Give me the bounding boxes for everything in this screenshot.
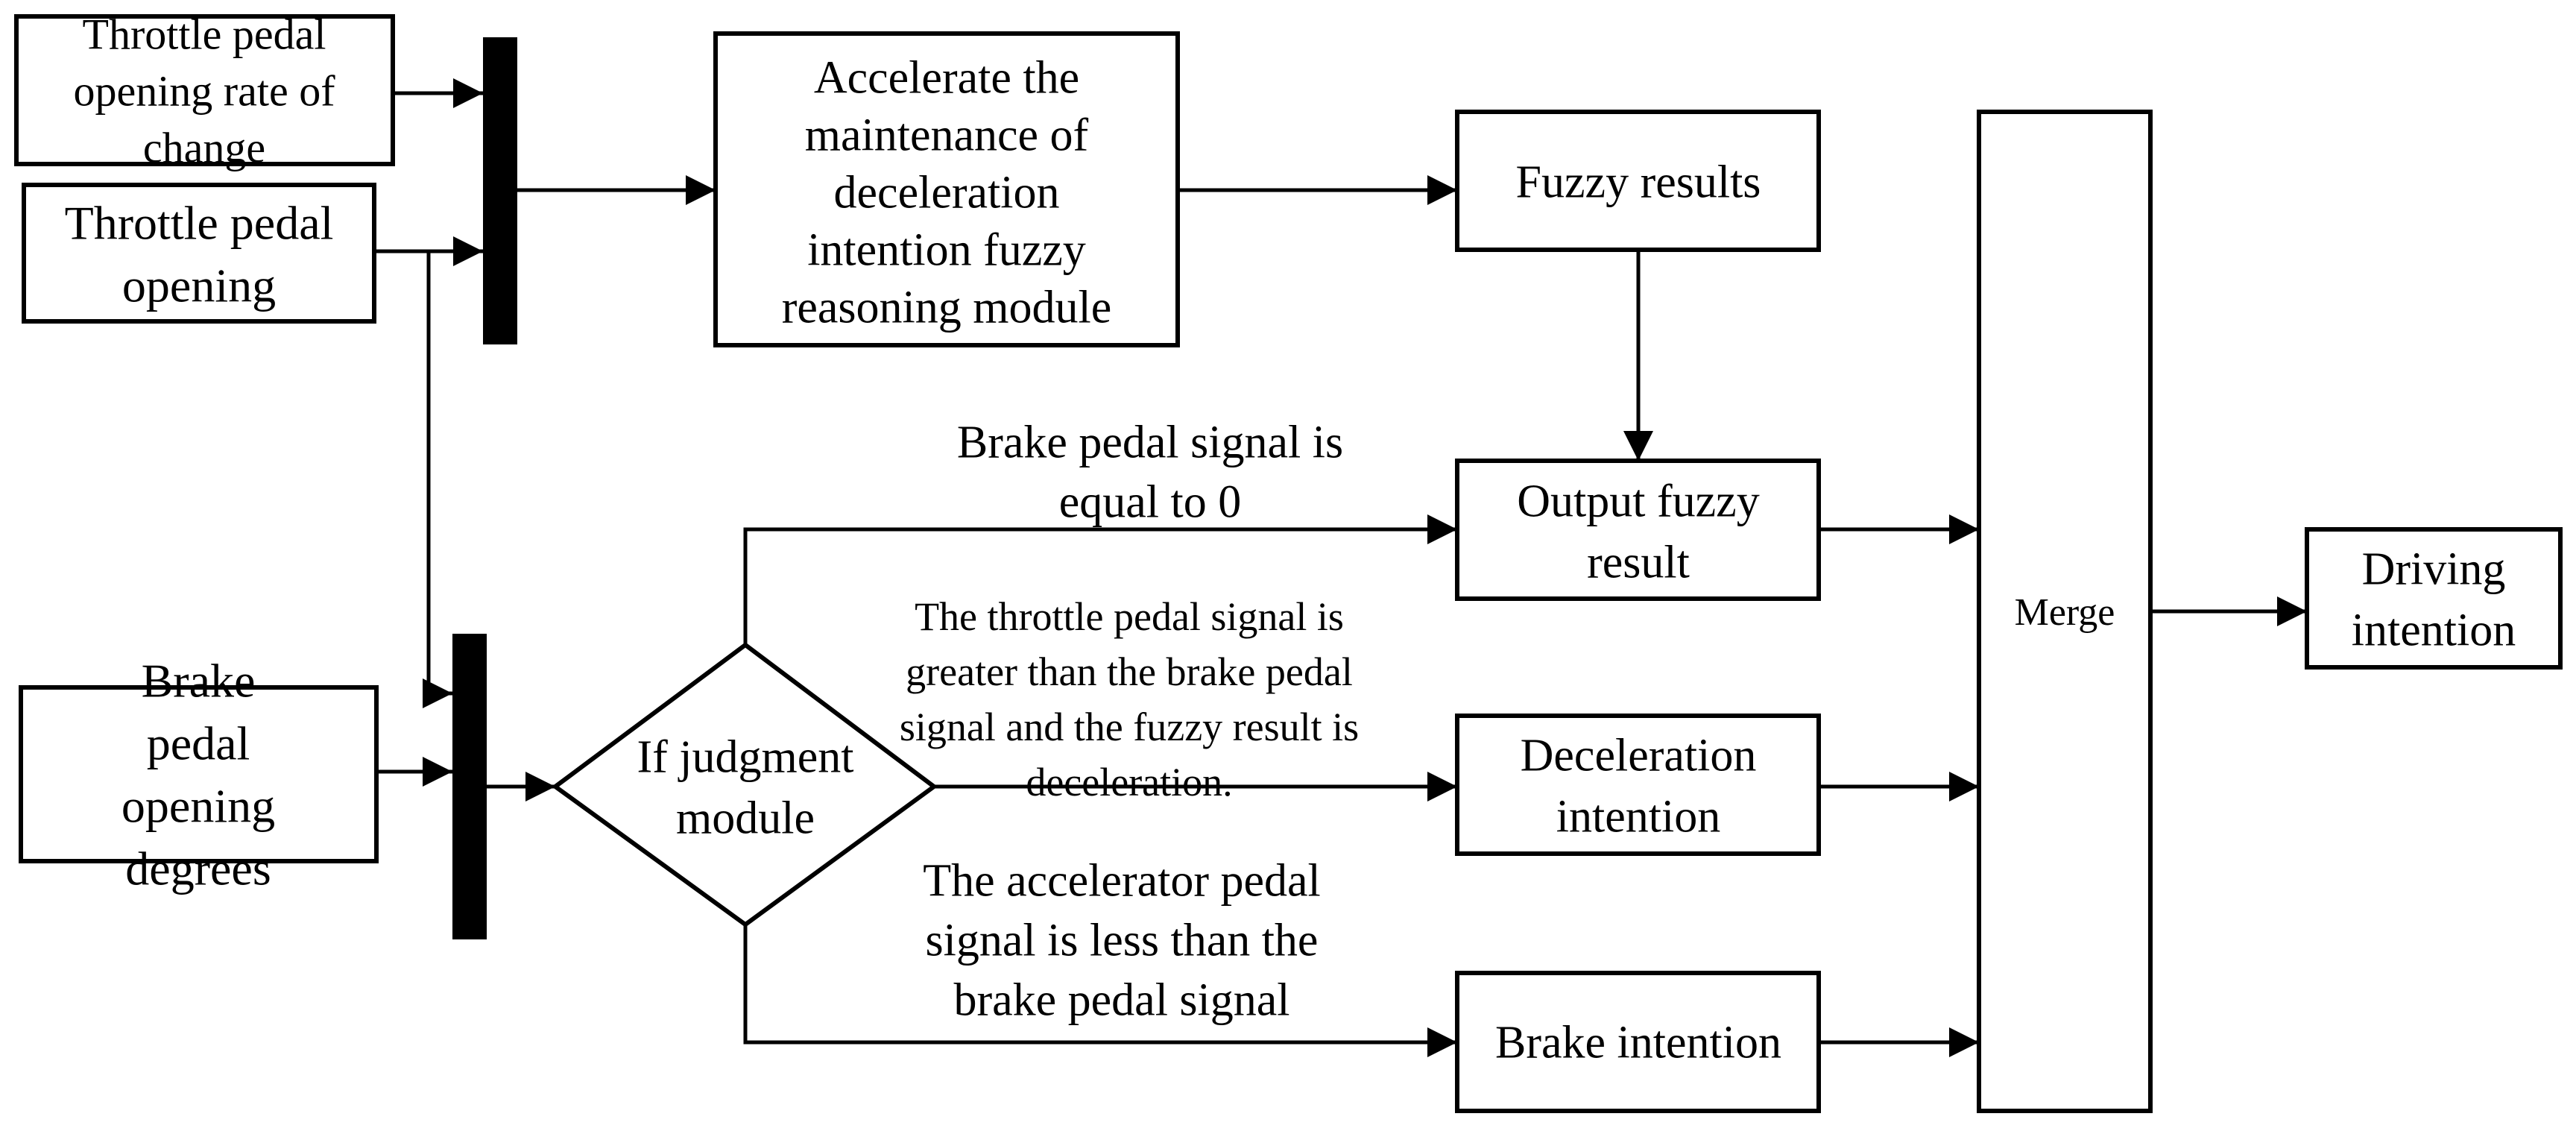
brake-intention-label: Brake intention [1495, 1018, 1781, 1068]
merge-box [1977, 110, 2153, 1113]
merge-label: Merge [2015, 591, 2115, 634]
mux-bar-bottom [452, 634, 487, 939]
mux-bar-top [483, 37, 517, 344]
judgment-to-output-fuzzy-arrow [743, 514, 1457, 645]
if-judgment-diamond [551, 642, 938, 927]
brake-intention-box [1455, 971, 1821, 1113]
fuzzy-results-label: Fuzzy results [1516, 157, 1761, 208]
fuzzy-results-box [1455, 110, 1821, 252]
brake-opening-box [19, 685, 379, 863]
driving-intention-box [2305, 527, 2563, 670]
throttle-opening-to-bottom-mux-arrow [423, 251, 452, 708]
judgment-to-brake-arrow [743, 925, 1457, 1057]
fuzzy-module-box [713, 31, 1180, 347]
output-fuzzy-box [1455, 459, 1821, 601]
throttle-rate-box [14, 14, 395, 166]
throttle-opening-box [22, 183, 376, 324]
